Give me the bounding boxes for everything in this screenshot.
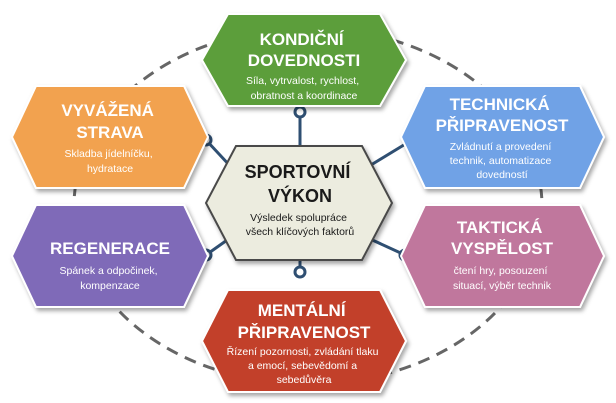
mentalni-desc-line1: Řízení pozornosti, zvládání tlaku	[227, 345, 379, 358]
mentalni-title-line1: MENTÁLNÍ	[258, 301, 347, 320]
svg-text:TECHNICKÁ PŘIPRAVENOST: TECHNICKÁ PŘIPRAVENOST	[436, 95, 569, 135]
strava-desc-line1: Skladba jídelníčku,	[64, 148, 152, 160]
hex-center	[204, 145, 394, 261]
factor-strava: VYVÁŽENÁ STRAVA Skladba jídelníčku, hydr…	[10, 85, 210, 189]
strava-title-line2: STRAVA	[76, 123, 143, 142]
svg-text:Výsledek spolupráce všec: Výsledek spolupráce všech klíčových fakt…	[246, 212, 355, 238]
takticka-title-line2: VYSPĚLOST	[451, 239, 554, 258]
mentalni-desc-line3: sebedůvěra	[277, 374, 332, 386]
hex-kondicni	[200, 13, 408, 107]
connector-mentalni-dot	[293, 265, 307, 279]
svg-text:Spánek a odpočinek, komp: Spánek a odpočinek, kompenzace	[60, 265, 161, 292]
center-desc-line1: Výsledek spolupráce	[250, 212, 347, 224]
technicka-title-line1: TECHNICKÁ	[450, 95, 550, 114]
connector-kondicni-dot	[293, 105, 307, 119]
regenerace-desc-line2: kompenzace	[80, 280, 140, 292]
svg-text:Skladba jídelníčku, hydr: Skladba jídelníčku, hydratace	[64, 148, 155, 175]
takticka-desc-line1: čtení hry, posouzení	[454, 265, 548, 277]
mentalni-desc-line2: a emocí, sebevědomí a	[248, 360, 357, 372]
hex-strava	[10, 85, 210, 189]
regenerace-desc-line1: Spánek a odpočinek,	[60, 265, 158, 277]
svg-text:Řízení pozornosti, zvládání tl: Řízení pozornosti, zvládání tlaku a emoc…	[227, 345, 382, 386]
hex-takticka	[399, 204, 606, 308]
strava-title-line1: VYVÁŽENÁ	[61, 101, 154, 120]
center-title-line2: VÝKON	[268, 185, 332, 206]
center-node: SPORTOVNÍ VÝKON Výsledek spolupráce všec…	[204, 145, 394, 261]
kondicni-desc-line2: obratnost a koordinace	[251, 90, 358, 102]
regenerace-title-line1: REGENERACE	[50, 239, 170, 258]
svg-text:REGENERACE: REGENERACE	[50, 239, 170, 258]
svg-text:KONDIČNÍ DOVEDNOSTI: KONDIČNÍ DOVEDNOSTI	[248, 30, 360, 70]
kondicni-title-line2: DOVEDNOSTI	[248, 51, 360, 70]
factor-technicka: TECHNICKÁ PŘIPRAVENOST Zvládnutí a prove…	[399, 85, 606, 189]
hex-technicka	[399, 85, 606, 189]
technicka-title-line2: PŘIPRAVENOST	[436, 116, 569, 135]
technicka-desc-line1: Zvládnutí a provedení	[450, 141, 552, 153]
connector-takticka	[367, 236, 406, 257]
svg-text:MENTÁLNÍ PŘIPRAVENOST: MENTÁLNÍ PŘIPRAVENOST	[238, 301, 371, 342]
center-title-line1: SPORTOVNÍ	[245, 161, 352, 182]
technicka-desc-line3: dovedností	[476, 169, 527, 181]
kondicni-title-line1: KONDIČNÍ	[260, 30, 345, 49]
svg-text:TAKTICKÁ VYSPĚLOST: TAKTICKÁ VYSPĚLOST	[451, 218, 554, 258]
center-desc-line2: všech klíčových faktorů	[246, 226, 355, 238]
factor-takticka: TAKTICKÁ VYSPĚLOST čtení hry, posouzení …	[399, 204, 606, 308]
factor-regenerace: REGENERACE Spánek a odpočinek, kompenzac…	[10, 204, 210, 308]
kondicni-desc-line1: Síla, vytrvalost, rychlost,	[246, 75, 359, 87]
factor-kondicni: KONDIČNÍ DOVEDNOSTI Síla, vytrvalost, ry…	[200, 13, 408, 107]
mentalni-title-line2: PŘIPRAVENOST	[238, 323, 371, 342]
technicka-desc-line2: technik, automatizace	[450, 155, 552, 167]
factor-mentalni: MENTÁLNÍ PŘIPRAVENOST Řízení pozornosti,…	[200, 289, 408, 393]
svg-text:SPORTOVNÍ VÝKON: SPORTOVNÍ VÝKON	[245, 161, 356, 206]
hex-regenerace	[10, 204, 210, 308]
hex-mentalni	[200, 289, 408, 393]
svg-text:čtení hry, posouzení sit: čtení hry, posouzení situací, výběr tech…	[453, 265, 552, 292]
svg-text:Zvládnutí a provedení te: Zvládnutí a provedení technik, automatiz…	[450, 141, 555, 181]
svg-text:Síla, vytrvalost, rychlost,: Síla, vytrvalost, rychlost, obratnost a …	[246, 75, 362, 102]
strava-desc-line2: hydratace	[87, 163, 133, 175]
svg-text:VYVÁŽENÁ STRAVA: VYVÁŽENÁ STRAVA	[61, 101, 158, 142]
takticka-desc-line2: situací, výběr technik	[453, 280, 552, 292]
takticka-title-line1: TAKTICKÁ	[457, 218, 543, 237]
